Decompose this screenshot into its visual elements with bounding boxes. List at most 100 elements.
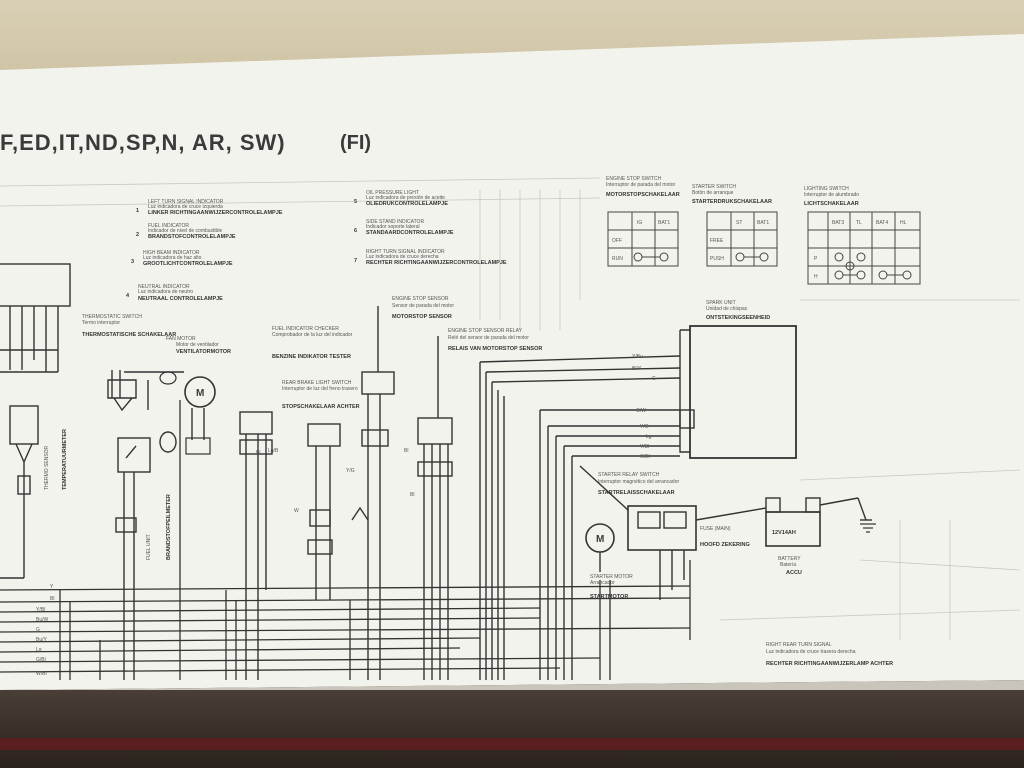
svg-text:FAN MOTOR: FAN MOTOR bbox=[166, 336, 196, 342]
svg-text:OFF: OFF bbox=[612, 238, 622, 244]
indicator-6: 6 SIDE STAND INDICATOR Indicador soporte… bbox=[354, 219, 454, 236]
svg-text:STOPSCHAKELAAR ACHTER: STOPSCHAKELAAR ACHTER bbox=[282, 404, 360, 410]
motor-circle-icon bbox=[184, 376, 216, 408]
svg-text:IG: IG bbox=[637, 220, 642, 226]
svg-text:Comprobador de la luz del indi: Comprobador de la luz del indicador bbox=[272, 332, 353, 338]
svg-text:ONTSTEKINGSEENHEID: ONTSTEKINGSEENHEID bbox=[706, 315, 770, 321]
svg-text:Bu/Y: Bu/Y bbox=[36, 637, 48, 643]
svg-text:Interruptor de parada del moto: Interruptor de parada del motor bbox=[606, 182, 676, 188]
svg-text:Lg/B: Lg/B bbox=[268, 448, 279, 454]
svg-text:BAT3: BAT3 bbox=[832, 220, 844, 226]
svg-text:STARTERDRUKSCHAKELAAR: STARTERDRUKSCHAKELAAR bbox=[692, 199, 772, 205]
svg-text:G: G bbox=[652, 376, 656, 382]
svg-text:Y/Bl: Y/Bl bbox=[36, 607, 45, 613]
svg-text:HL: HL bbox=[900, 220, 907, 226]
svg-text:Sensor de parada del motor: Sensor de parada del motor bbox=[392, 303, 454, 309]
svg-text:FUEL UNIT: FUEL UNIT bbox=[146, 534, 152, 560]
svg-text:Termo interruptor: Termo interruptor bbox=[82, 320, 120, 326]
svg-text:PUSH: PUSH bbox=[710, 256, 724, 262]
svg-text:RELAIS VAN MOTORSTOP SENSOR: RELAIS VAN MOTORSTOP SENSOR bbox=[448, 346, 542, 352]
svg-text:LICHTSCHAKELAAR: LICHTSCHAKELAAR bbox=[804, 201, 859, 207]
svg-text:G: G bbox=[36, 627, 40, 633]
svg-text:ACCU: ACCU bbox=[786, 570, 802, 576]
svg-text:NEUTRAAL CONTROLELAMPJE: NEUTRAAL CONTROLELAMPJE bbox=[138, 296, 223, 302]
svg-text:4: 4 bbox=[126, 293, 130, 299]
fuel-unit bbox=[115, 431, 177, 680]
spark-unit bbox=[679, 325, 797, 459]
svg-text:Batería: Batería bbox=[780, 562, 796, 568]
svg-text:NEUTRAL INDICATOR: NEUTRAL INDICATOR bbox=[138, 284, 190, 290]
harness-wire-codes: Y Bl Y/Bl Bu/W G Bu/Y Lg G/Bl W/Bl Bl W … bbox=[36, 448, 414, 677]
svg-text:Lg: Lg bbox=[36, 647, 42, 653]
svg-text:TEMPERATUURMETER: TEMPERATUURMETER bbox=[62, 429, 68, 490]
diagram-code: (FI) bbox=[340, 132, 371, 154]
svg-text:Unidad de chispas: Unidad de chispas bbox=[706, 306, 748, 312]
svg-text:Luz indicadora de cruce traser: Luz indicadora de cruce trasera derecha bbox=[766, 649, 856, 655]
indicator-5: 5 OIL PRESSURE LIGHT Luz indicadora de p… bbox=[354, 190, 448, 207]
svg-text:THERMO SENSOR: THERMO SENSOR bbox=[44, 445, 50, 490]
svg-text:VENTILATORMOTOR: VENTILATORMOTOR bbox=[176, 349, 231, 355]
svg-text:M: M bbox=[196, 388, 204, 399]
svg-text:TL: TL bbox=[856, 220, 862, 226]
svg-text:BAT1: BAT1 bbox=[757, 220, 769, 226]
svg-text:Y/Bl: Y/Bl bbox=[640, 444, 649, 450]
svg-text:Bu/W: Bu/W bbox=[36, 617, 49, 623]
starter-relay-switch bbox=[579, 465, 767, 600]
svg-text:REAR BRAKE LIGHT SWITCH: REAR BRAKE LIGHT SWITCH bbox=[282, 380, 352, 386]
svg-text:Arrancador: Arrancador bbox=[590, 580, 615, 586]
svg-text:H: H bbox=[814, 274, 818, 280]
svg-text:6: 6 bbox=[354, 228, 357, 234]
svg-text:P: P bbox=[814, 256, 818, 262]
svg-text:Bl: Bl bbox=[50, 596, 54, 602]
main-harness-bus bbox=[0, 400, 691, 680]
svg-text:RIGHT REAR TURN SIGNAL: RIGHT REAR TURN SIGNAL bbox=[766, 642, 832, 648]
diagram-page bbox=[0, 34, 1024, 690]
svg-text:Interruptor de luz del freno t: Interruptor de luz del freno trasero bbox=[282, 386, 358, 392]
indicator-4: 4 NEUTRAL INDICATOR Luz indicadora de ne… bbox=[126, 284, 223, 302]
svg-text:Luz indicadora de haz alto: Luz indicadora de haz alto bbox=[143, 255, 202, 261]
svg-text:STARTER MOTOR: STARTER MOTOR bbox=[590, 574, 633, 580]
svg-text:Bl: Bl bbox=[256, 450, 260, 456]
spark-wire-bus bbox=[479, 355, 681, 680]
svg-text:GROOTLICHTCONTROLELAMPJE: GROOTLICHTCONTROLELAMPJE bbox=[143, 261, 233, 267]
engine-stop-sensor-relay bbox=[417, 336, 453, 680]
svg-text:1: 1 bbox=[136, 208, 139, 214]
svg-text:G/Bl: G/Bl bbox=[36, 657, 46, 663]
svg-text:STARTER SWITCH: STARTER SWITCH bbox=[692, 184, 736, 190]
svg-text:Bl: Bl bbox=[404, 448, 408, 454]
svg-text:RECHTER RICHTINGAANWIJZERLAMP: RECHTER RICHTINGAANWIJZERLAMP ACHTER bbox=[766, 661, 893, 667]
engine-stop-switch-title: ENGINE STOP SWITCH bbox=[606, 176, 661, 182]
svg-text:W/Bl: W/Bl bbox=[36, 671, 47, 677]
svg-text:HIGH BEAM INDICATOR: HIGH BEAM INDICATOR bbox=[143, 250, 200, 256]
svg-text:G/Bl: G/Bl bbox=[640, 454, 650, 460]
fan-motor: M bbox=[159, 371, 216, 455]
indicator-1: 1 LEFT TURN SIGNAL INDICATOR Luz indicad… bbox=[136, 199, 283, 216]
background-strip bbox=[0, 738, 1024, 750]
svg-text:5: 5 bbox=[354, 199, 357, 205]
svg-text:Luz indicadora de cruce derech: Luz indicadora de cruce derecha bbox=[366, 254, 439, 260]
svg-text:BAT1: BAT1 bbox=[658, 220, 670, 226]
rear-brake-light-switch bbox=[307, 423, 341, 600]
svg-text:BAT4: BAT4 bbox=[876, 220, 888, 226]
svg-text:ENGINE STOP SENSOR: ENGINE STOP SENSOR bbox=[392, 296, 449, 302]
svg-text:W: W bbox=[294, 508, 299, 514]
svg-text:THERMOSTATIC SWITCH: THERMOSTATIC SWITCH bbox=[82, 314, 142, 320]
svg-text:HOOFD ZEKERING: HOOFD ZEKERING bbox=[700, 542, 750, 548]
indicator-2: 2 FUEL INDICATOR Indicador de nivel de c… bbox=[136, 223, 236, 240]
svg-text:RUN: RUN bbox=[612, 256, 623, 262]
svg-text:3: 3 bbox=[131, 259, 134, 265]
svg-text:Indicador soporte lateral: Indicador soporte lateral bbox=[366, 224, 420, 230]
svg-text:RIGHT TURN SIGNAL INDICATOR: RIGHT TURN SIGNAL INDICATOR bbox=[366, 249, 445, 255]
svg-text:G/W: G/W bbox=[636, 408, 646, 414]
diagram-title: F,ED,IT,ND,SP,N, AR, SW) bbox=[0, 130, 286, 155]
engine-stop-sensor bbox=[351, 306, 395, 680]
svg-text:Y/Bu: Y/Bu bbox=[632, 354, 643, 360]
svg-text:LIGHTING SWITCH: LIGHTING SWITCH bbox=[804, 186, 849, 192]
starter-switch-table: STARTER SWITCH Botón de arranque STARTER… bbox=[692, 184, 778, 267]
svg-text:BENZINE INDIKATOR TESTER: BENZINE INDIKATOR TESTER bbox=[272, 354, 351, 360]
svg-text:Y/G: Y/G bbox=[640, 424, 649, 430]
svg-text:THERMOSTATISCHE SCHAKELAAR: THERMOSTATISCHE SCHAKELAAR bbox=[82, 332, 176, 338]
svg-text:MOTORSTOP SENSOR: MOTORSTOP SENSOR bbox=[392, 314, 452, 320]
svg-text:STARTMOTOR: STARTMOTOR bbox=[590, 594, 628, 600]
